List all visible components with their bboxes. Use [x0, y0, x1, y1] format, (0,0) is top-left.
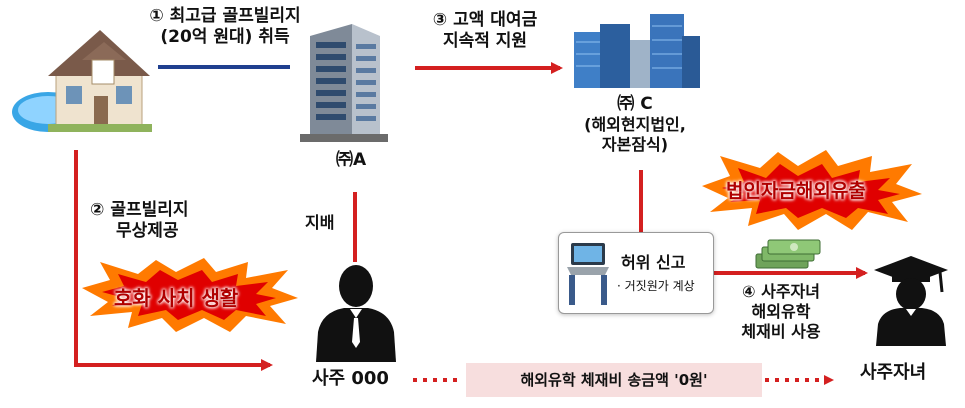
- step4-number: ④: [741, 282, 756, 301]
- control-label: 지배: [305, 213, 335, 232]
- company-c-line2: 자본잠식): [601, 135, 669, 155]
- remittance-note: 해외유학 체재비 송금액 '0원': [466, 363, 762, 397]
- company-c-label: ㈜ C (해외현지법인, 자본잠식): [560, 94, 710, 155]
- outflow-burst-label: 법인자금해외유출: [726, 180, 866, 202]
- step4-line2: 해외유학: [751, 302, 811, 321]
- step2-line1: ② 골프빌리지: [90, 200, 189, 220]
- child-label: 사주자녀: [860, 362, 927, 383]
- step1-label: ① 최고급 골프빌리지 (20억 원대) 취득: [110, 6, 340, 49]
- step2-label: ② 골프빌리지 무상제공: [90, 200, 189, 243]
- free-provide-arrow: [74, 150, 273, 371]
- company-c-title: ㈜ C: [617, 94, 653, 114]
- office-building-icon: [300, 24, 388, 142]
- owner-label: 사주 000: [312, 368, 389, 389]
- step4-line3: 체재비 사용: [741, 322, 821, 341]
- businessman-icon: [316, 265, 396, 362]
- step1-line1: ① 최고급 골프빌리지: [149, 6, 301, 26]
- step1-line2: (20억 원대) 취득: [160, 27, 290, 48]
- student-icon: [874, 256, 948, 346]
- city-buildings-icon: [574, 14, 700, 88]
- company-c-line1: (해외현지법인,: [584, 115, 686, 135]
- villa-icon: [12, 30, 152, 132]
- step2-line2: 무상제공: [116, 221, 179, 242]
- company-a-label: ㈜A: [336, 150, 367, 170]
- luxury-burst-label: 호화 사치 생활: [114, 286, 239, 310]
- step3-line1: ③ 고액 대여금: [432, 10, 538, 30]
- step3-label: ③ 고액 대여금 지속적 지원: [405, 10, 565, 53]
- luxury-burst-shape: [82, 258, 298, 332]
- step4-line1: ④ 사주자녀: [741, 282, 820, 301]
- step1-number: ①: [149, 6, 164, 26]
- step2-number: ②: [90, 200, 105, 220]
- false-report-card: 허위 신고 · 거짓원가 계상: [558, 232, 714, 314]
- report-line1: 허위 신고: [621, 253, 686, 272]
- step3-line2: 지속적 지원: [442, 31, 528, 52]
- step3-number: ③: [432, 10, 448, 30]
- report-line2: · 거짓원가 계상: [617, 279, 695, 293]
- laptop-icon: [567, 243, 609, 305]
- money-icon: [755, 239, 821, 269]
- outflow-burst-shape: [702, 150, 922, 230]
- step4-label: ④ 사주자녀 해외유학 체재비 사용: [706, 282, 856, 342]
